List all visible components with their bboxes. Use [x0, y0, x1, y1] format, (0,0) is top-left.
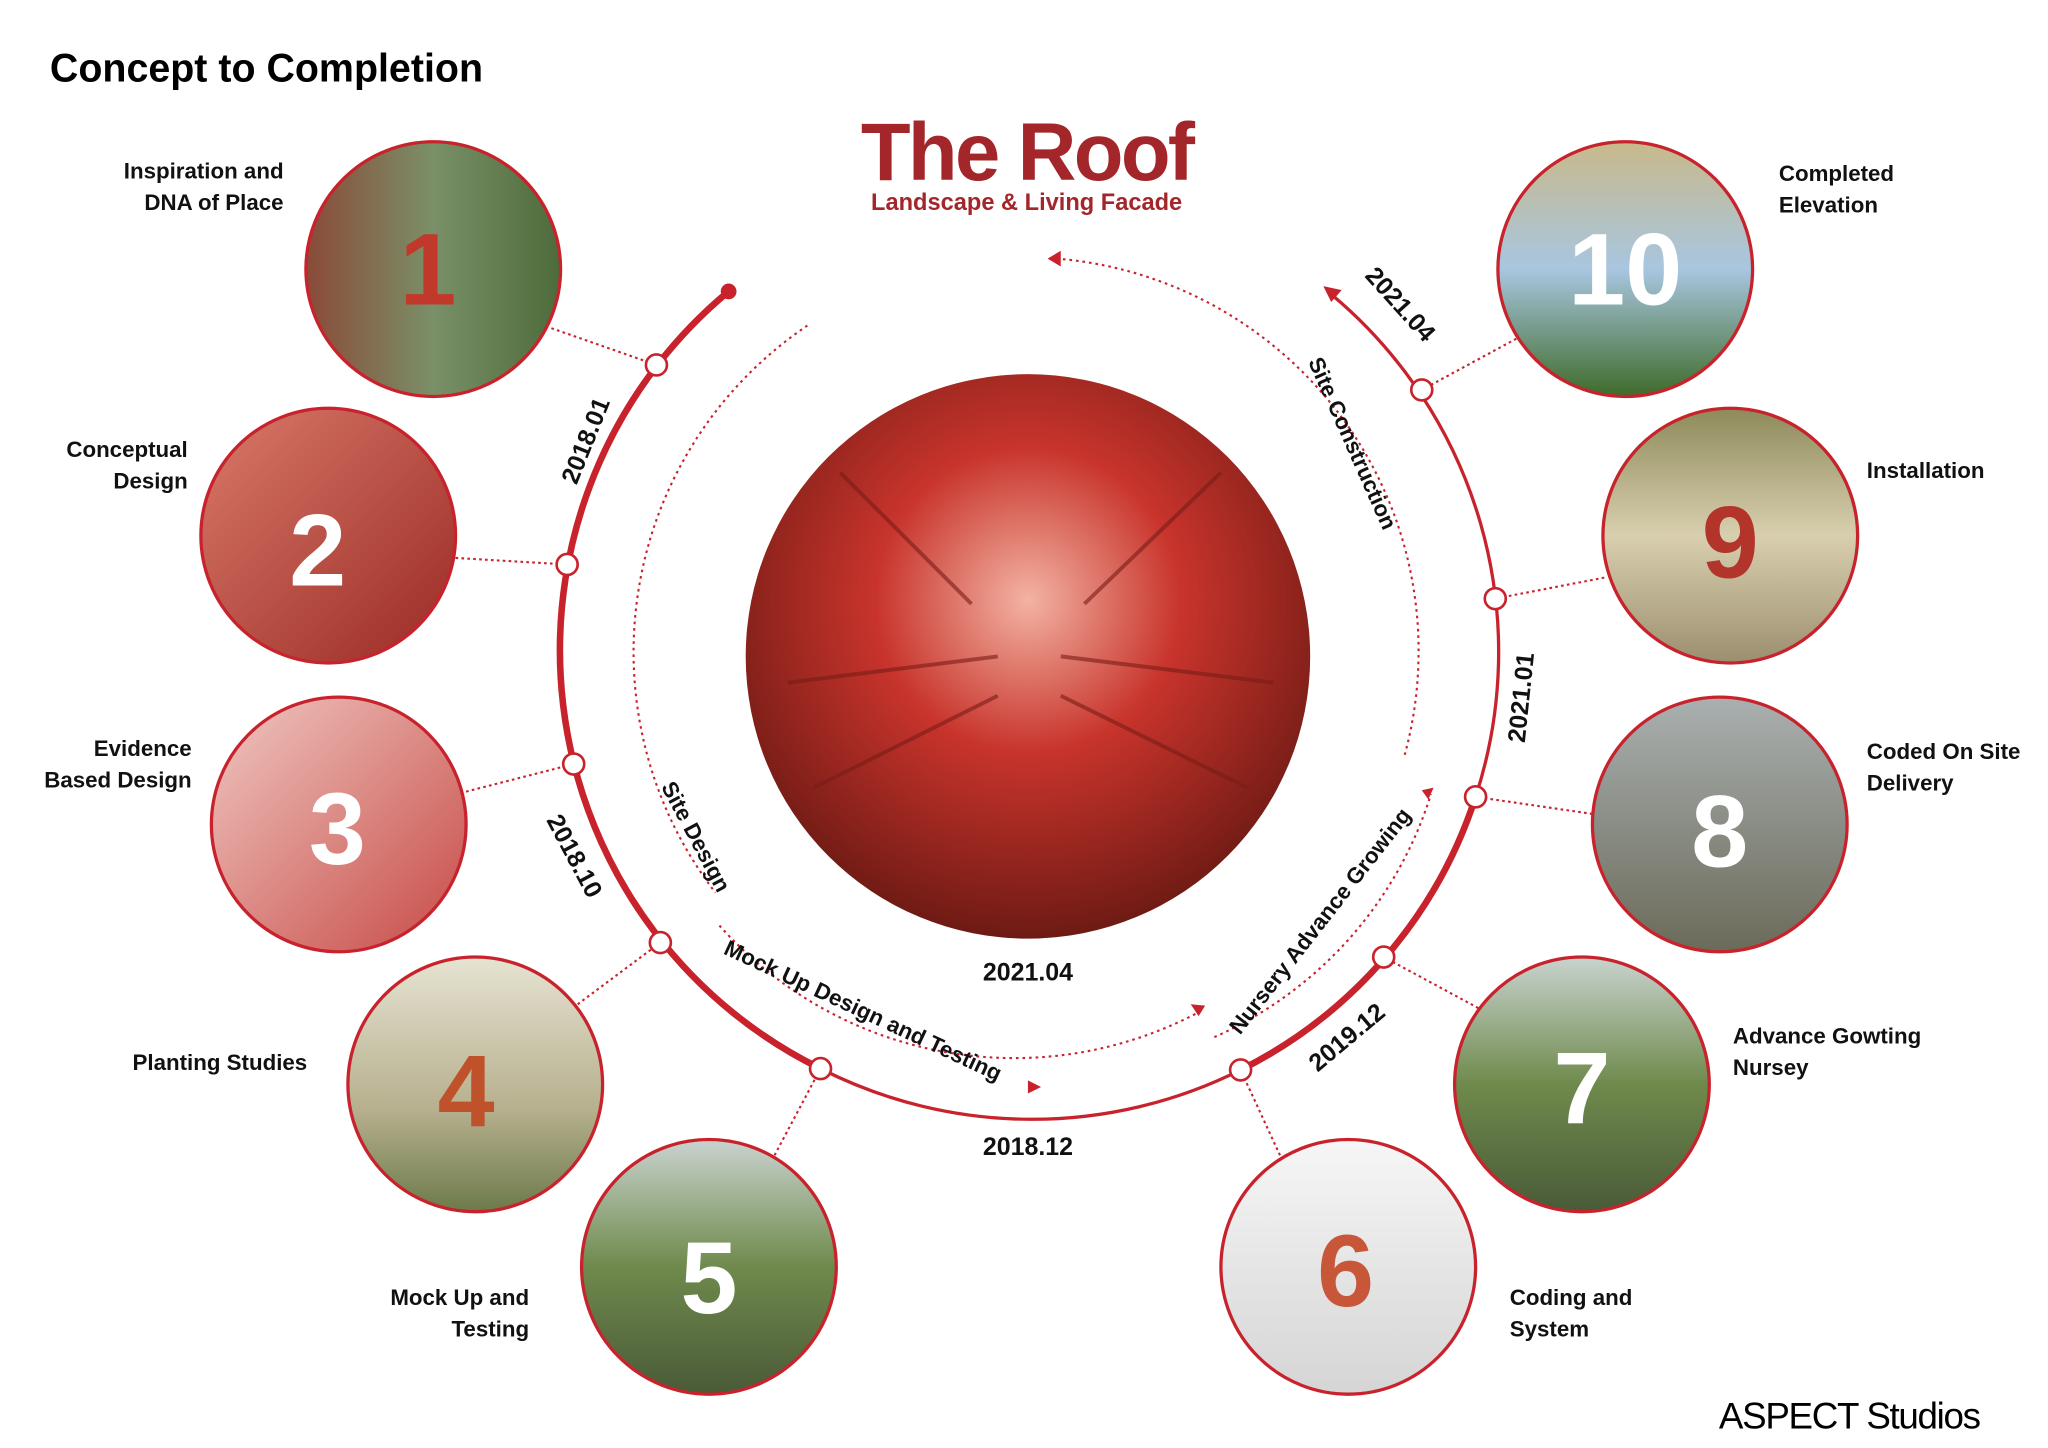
step-label: Evidence [94, 736, 192, 761]
step-label: Inspiration and [124, 159, 284, 184]
step-label: Mock Up and [390, 1285, 529, 1310]
step-label: Based Design [44, 768, 191, 793]
step-4: 4 Planting Studies [133, 955, 605, 1214]
step-5: 5 Mock Up and Testing [390, 1137, 838, 1396]
arrow-icon [1323, 286, 1342, 302]
step-label: Advance Gowting [1733, 1024, 1921, 1049]
step-label: Coded On Site [1867, 739, 2021, 764]
phase-label: Site Design [656, 777, 735, 896]
step-number: 4 [438, 1033, 495, 1148]
date-label: 2021.01 [1503, 651, 1540, 744]
step-number: 10 [1568, 212, 1682, 327]
step-7: 7 Advance Gowting Nursey [1452, 955, 1921, 1214]
arrow-icon [1047, 250, 1061, 267]
step-10: 10 Completed Elevation [1496, 140, 1894, 399]
date-label: 2018.10 [541, 810, 608, 903]
step-number: 2 [289, 493, 346, 608]
step-number: 7 [1553, 1031, 1610, 1146]
step-8: 8 Coded On Site Delivery [1590, 695, 2021, 954]
step-photo [346, 955, 605, 1214]
step-photo [579, 1137, 838, 1396]
inner-dotted-ring [632, 257, 1432, 1060]
step-1: 1 Inspiration and DNA of Place [124, 140, 563, 399]
step-photo [1601, 406, 1860, 665]
step-label: Conceptual [66, 437, 187, 462]
page-title: Concept to Completion [50, 46, 483, 90]
step-photo [1590, 695, 1849, 954]
step-label: Nursey [1733, 1055, 1809, 1080]
step-3: 3 Evidence Based Design [44, 695, 468, 954]
connectors [455, 327, 1605, 1156]
phase-label: Nursery Advance Growing [1224, 803, 1416, 1038]
brand-subtitle: Landscape & Living Facade [871, 190, 1182, 216]
date-label: 2018.12 [983, 1133, 1073, 1161]
step-label: Completed [1779, 161, 1894, 186]
step-label: System [1510, 1316, 1589, 1341]
step-number: 6 [1317, 1213, 1374, 1328]
step-label: Delivery [1867, 770, 1954, 795]
arrow-icon [1027, 1080, 1042, 1094]
step-label: Testing [451, 1316, 529, 1341]
arrow-icon [1421, 787, 1434, 800]
step-number: 8 [1691, 773, 1748, 888]
step-photo [199, 406, 458, 665]
step-label: DNA of Place [144, 190, 283, 215]
step-label: Elevation [1779, 193, 1878, 218]
center-date: 2021.04 [983, 959, 1073, 987]
center-photo-detail [787, 471, 1274, 790]
phase-label: Site Construction [1303, 353, 1401, 533]
step-number: 5 [680, 1220, 737, 1335]
arrow-icon [1190, 1004, 1206, 1017]
center-photo [745, 374, 1311, 939]
step-photo [304, 140, 563, 399]
step-photo [1452, 955, 1711, 1214]
date-label: 2019.12 [1304, 998, 1391, 1077]
step-9: 9 Installation [1601, 406, 1985, 665]
step-2: 2 Conceptual Design [66, 406, 458, 665]
step-label: Installation [1867, 458, 1985, 483]
footer-logo: ASPECT Studios [1719, 1395, 1981, 1436]
step-label: Design [113, 468, 187, 493]
step-photo [1219, 1137, 1478, 1396]
step-number: 3 [309, 771, 366, 886]
step-photo [1496, 140, 1755, 399]
step-photo [209, 695, 468, 954]
timeline-nodes [555, 353, 1508, 1082]
step-number: 9 [1702, 485, 1759, 600]
phase-label: Mock Up Design and Testing [720, 935, 1005, 1086]
step-6: 6 Coding and System [1219, 1137, 1633, 1396]
step-label: Coding and [1510, 1285, 1633, 1310]
step-number: 1 [400, 212, 457, 327]
brand-title: The Roof [861, 107, 1196, 198]
timeline-start-dot [720, 283, 737, 300]
step-label: Planting Studies [133, 1050, 308, 1075]
